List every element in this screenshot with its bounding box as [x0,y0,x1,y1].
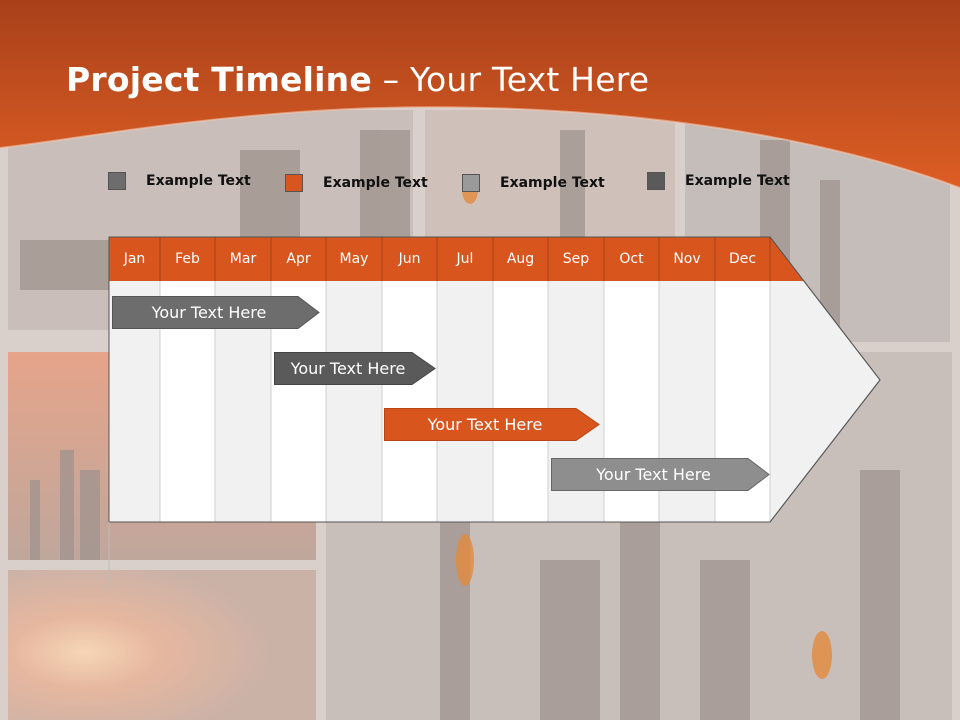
task-label: Your Text Here [427,415,543,434]
task-arrow-shape [274,352,436,385]
task-bar[interactable]: Your Text Here [112,296,320,329]
month-label: Feb [175,251,200,267]
month-label: Nov [673,251,701,267]
month-label: Aug [506,251,535,267]
legend-swatch [647,172,665,190]
task-bar[interactable]: Your Text Here [384,408,600,441]
task-label: Your Text Here [596,465,711,484]
month-label: Oct [619,251,644,267]
task-bar[interactable]: Your Text Here [551,458,770,491]
task-arrow-shape [384,408,600,441]
legend-item: Example Text [462,172,605,194]
title-bold: Project Timeline [66,60,372,99]
legend-label: Example Text [323,175,428,191]
legend-label: Example Text [146,173,251,189]
task-label: Your Text Here [151,303,267,322]
task-arrow-shape [551,458,770,491]
task-label: Your Text Here [290,359,406,378]
legend-item: Example Text [285,172,428,194]
task-arrow-shape [112,296,320,329]
title-rest: – Your Text Here [371,60,650,99]
month-label: Sep [562,251,590,267]
legend-swatch [285,174,303,192]
month-label: Jan [123,251,146,267]
legend-item: Example Text [108,170,251,192]
month-label: Jul [456,251,474,267]
page-title: Project Timeline – Your Text Here [66,60,649,99]
legend-label: Example Text [685,173,790,189]
legend-item: Example Text [647,170,790,192]
month-label: Jun [398,251,421,267]
legend-label: Example Text [500,175,605,191]
task-bar[interactable]: Your Text Here [274,352,436,385]
month-label: May [339,251,369,267]
month-label: Dec [728,251,757,267]
month-label: Apr [286,251,311,267]
month-label: Mar [229,251,257,267]
legend-swatch [462,174,480,192]
legend-swatch [108,172,126,190]
